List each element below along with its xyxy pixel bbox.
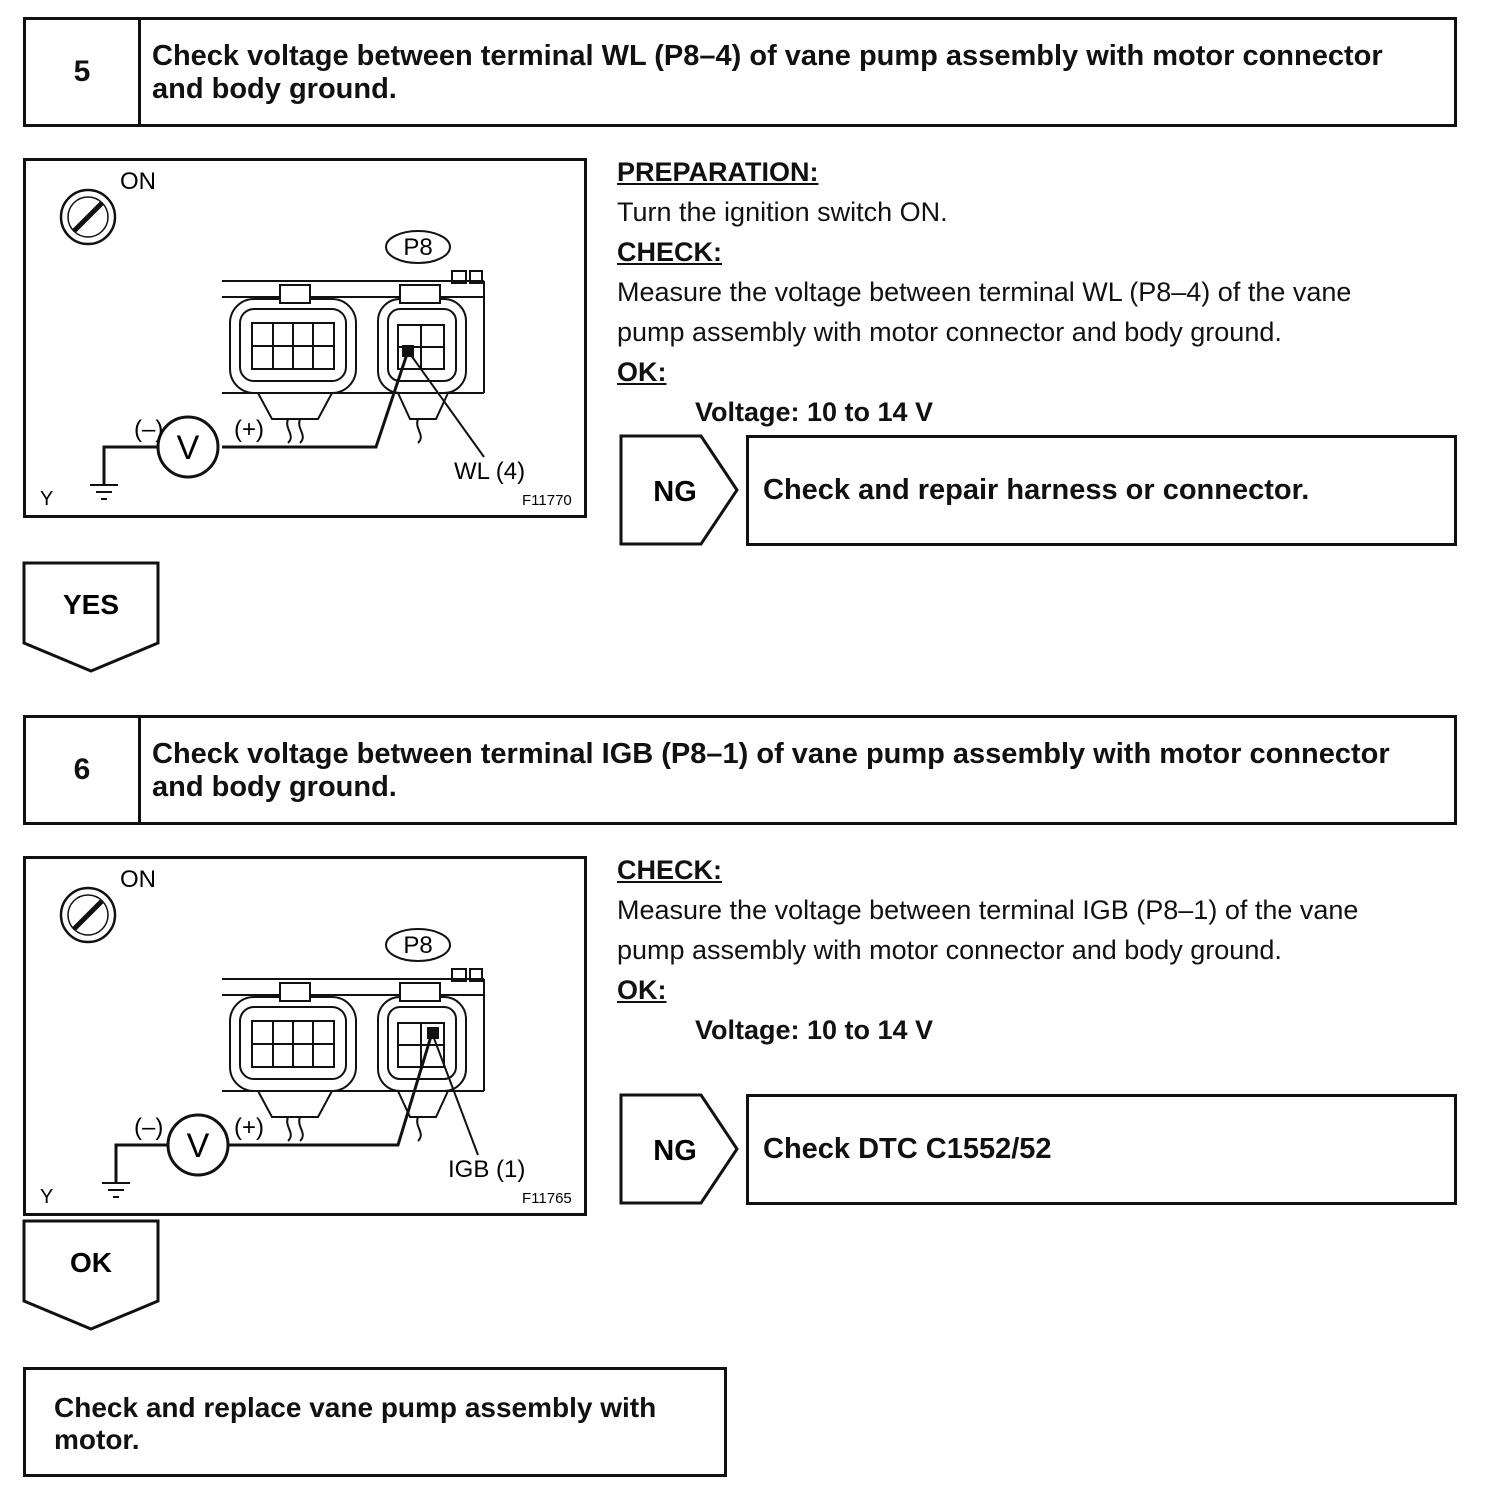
step-5-instructions: PREPARATION: Turn the ignition switch ON… <box>617 152 1477 432</box>
voltmeter-icon: V <box>156 415 220 479</box>
ok-spec: Voltage: 10 to 14 V <box>695 1015 934 1045</box>
step-6-header: 6 Check voltage between terminal IGB (P8… <box>23 715 1457 825</box>
ng-action-text: Check and repair harness or connector. <box>763 474 1310 506</box>
ng-label: NG <box>653 476 697 508</box>
terminal-label: IGB (1) <box>448 1156 525 1183</box>
step-5-ng-arrow: NG <box>619 434 739 546</box>
step-6-figure: ON P8 <box>23 856 587 1216</box>
check-label: CHECK: <box>617 237 722 267</box>
switch-label: ON <box>120 866 156 893</box>
preparation-label: PREPARATION: <box>617 157 819 187</box>
step-6-ng-result: Check DTC C1552/52 <box>746 1094 1457 1205</box>
wiring-diagram: ON P8 <box>40 168 572 510</box>
corner-label: Y <box>40 1186 53 1208</box>
corner-label: Y <box>40 488 53 510</box>
ok-label: OK: <box>617 357 667 387</box>
ignition-switch-icon <box>59 886 117 944</box>
step-5-ng-result: Check and repair harness or connector. <box>746 435 1457 546</box>
wiring-diagram: ON P8 <box>40 866 572 1208</box>
step-6-instructions: CHECK: Measure the voltage between termi… <box>617 850 1477 1050</box>
figure-id: F11765 <box>522 1190 572 1207</box>
switch-label: ON <box>120 168 156 195</box>
final-action-text: Check and replace vane pump assembly wit… <box>54 1392 657 1455</box>
step-6-next-arrow: OK <box>22 1219 160 1331</box>
ok-spec: Voltage: 10 to 14 V <box>695 397 934 427</box>
negative-label: (–) <box>134 1114 163 1141</box>
voltmeter-icon: V <box>166 1113 230 1177</box>
ground-lead <box>114 1143 168 1183</box>
check-text-line-1: Measure the voltage between terminal WL … <box>617 277 1352 307</box>
ignition-switch-icon <box>59 188 117 246</box>
next-label: OK <box>70 1247 112 1278</box>
check-text-line-2: pump assembly with motor connector and b… <box>617 935 1282 965</box>
ng-label: NG <box>653 1135 697 1167</box>
positive-lead <box>222 350 410 449</box>
connector-label: P8 <box>403 234 432 261</box>
check-text-line-1: Measure the voltage between terminal IGB… <box>617 895 1359 925</box>
connector-module <box>222 968 485 1142</box>
negative-label: (–) <box>134 416 163 443</box>
step-title: Check voltage between terminal WL (P8–4)… <box>152 40 1383 105</box>
preparation-text: Turn the ignition switch ON. <box>617 197 948 227</box>
check-label: CHECK: <box>617 855 722 885</box>
ok-label: OK: <box>617 975 667 1005</box>
terminal-label: WL (4) <box>454 458 525 485</box>
step-number: 6 <box>26 718 141 822</box>
terminal-leader-line <box>431 1032 479 1156</box>
connector-label: P8 <box>403 932 432 959</box>
connector-module <box>222 270 485 444</box>
step-5-figure: ON P8 <box>23 158 587 518</box>
step-5-next-arrow: YES <box>22 561 160 673</box>
meter-label: V <box>187 1127 210 1165</box>
connector-label-badge: P8 <box>385 230 451 264</box>
figure-id: F11770 <box>522 492 572 509</box>
ng-action-text: Check DTC C1552/52 <box>763 1133 1052 1165</box>
positive-label: (+) <box>234 1114 264 1141</box>
ground-symbol-icon <box>102 1182 130 1198</box>
final-action-box: Check and replace vane pump assembly wit… <box>23 1367 727 1477</box>
positive-label: (+) <box>234 416 264 443</box>
ground-symbol-icon <box>90 484 118 500</box>
positive-lead <box>222 1032 434 1147</box>
step-5-header: 5 Check voltage between terminal WL (P8–… <box>23 17 1457 127</box>
ground-lead <box>102 445 158 485</box>
next-label: YES <box>63 589 119 620</box>
check-text-line-2: pump assembly with motor connector and b… <box>617 317 1282 347</box>
step-title: Check voltage between terminal IGB (P8–1… <box>152 738 1390 803</box>
step-6-ng-arrow: NG <box>619 1093 739 1205</box>
terminal-leader-line <box>407 350 485 458</box>
connector-label-badge: P8 <box>385 928 451 962</box>
meter-label: V <box>177 429 200 467</box>
step-number: 5 <box>26 20 141 124</box>
